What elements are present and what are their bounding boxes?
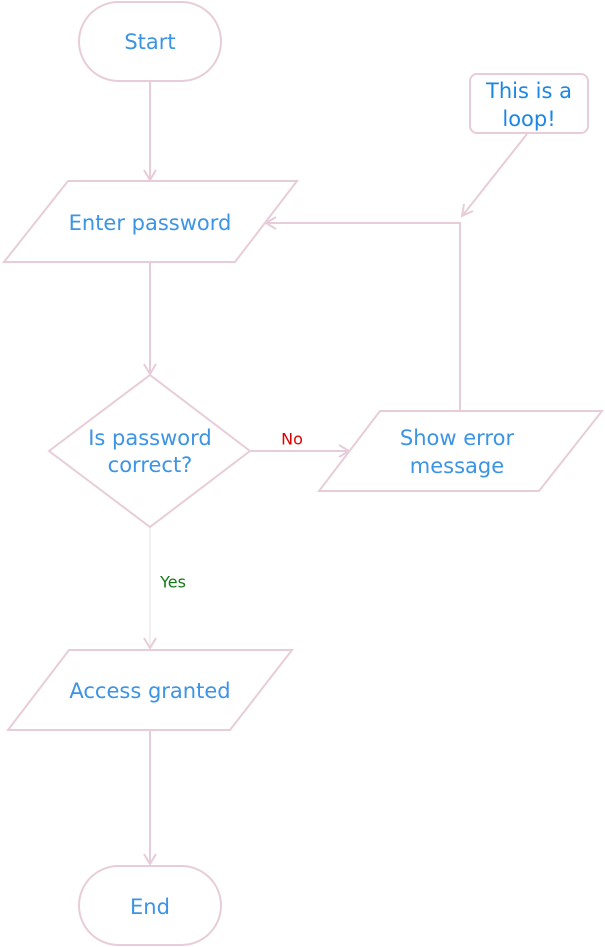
note-loop-line1: This is a: [485, 79, 572, 103]
node-start-label: Start: [124, 30, 175, 54]
node-enter-password-label: Enter password: [69, 211, 232, 235]
node-enter-password[interactable]: Enter password: [1, 180, 300, 263]
connectors: [143, 82, 528, 866]
note-loop-line2: loop!: [502, 107, 555, 131]
arrowhead-note-pointer: [460, 203, 474, 218]
edge-loop-back: [266, 222, 461, 410]
node-end-label: End: [130, 895, 170, 919]
node-show-error-label-line1: Show error: [400, 426, 515, 450]
node-show-error-label-line2: message: [410, 454, 504, 478]
edge-label-no: No: [281, 430, 303, 449]
node-show-error[interactable]: Show error message: [316, 410, 605, 492]
arrowhead-decision-to-access: [143, 637, 157, 650]
edge-note-pointer: [462, 133, 528, 216]
edge-label-yes: Yes: [159, 573, 186, 592]
node-end[interactable]: End: [78, 865, 222, 946]
node-start[interactable]: Start: [78, 1, 222, 82]
node-decision-label-line2: correct?: [108, 453, 193, 477]
note-loop[interactable]: This is a loop!: [469, 73, 589, 134]
node-access-granted[interactable]: Access granted: [5, 649, 295, 731]
arrowhead-access-to-end: [143, 853, 157, 866]
node-decision[interactable]: Is password correct?: [47, 373, 252, 529]
node-decision-label-line1: Is password: [88, 426, 212, 450]
node-access-granted-label: Access granted: [69, 679, 230, 703]
